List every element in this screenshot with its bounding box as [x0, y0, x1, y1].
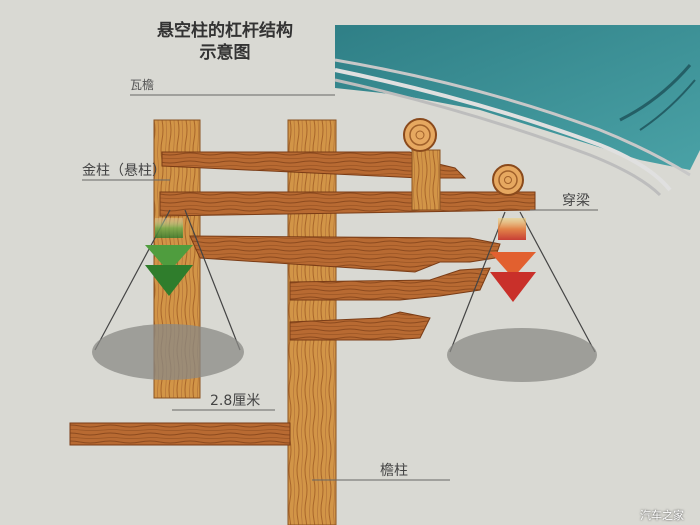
roof-eave [334, 25, 700, 197]
purlin-end-lower [492, 164, 524, 196]
label-gold-column: 金柱（悬柱） [82, 163, 166, 179]
title-line-1: 悬空柱的杠杆结构 [157, 21, 293, 41]
green-downward-arrow-icon [145, 218, 193, 296]
beams [69, 151, 536, 446]
title-line-2: 示意图 [199, 43, 251, 63]
purlin-end-upper [403, 118, 441, 211]
label-tile-eave: 瓦檐 [130, 78, 155, 92]
watermark: 汽车之家 [640, 509, 684, 522]
label-eave-column: 檐柱 [380, 463, 408, 479]
label-through-beam: 穿梁 [562, 193, 590, 209]
label-measurement: 2.8厘米 [210, 393, 261, 409]
diagram-title: 悬空柱的杠杆结构 示意图 [120, 20, 330, 64]
right-balance-pan [447, 211, 597, 382]
red-downward-arrow-icon [490, 218, 536, 302]
